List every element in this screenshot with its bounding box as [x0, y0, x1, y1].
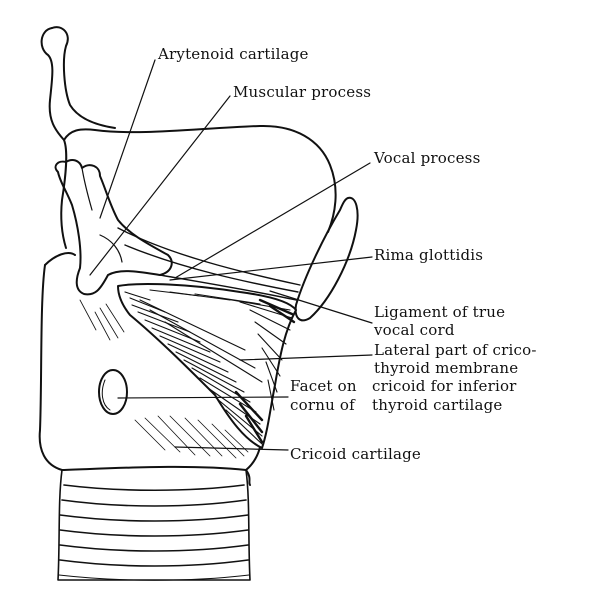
cricoid-shading: [79, 299, 249, 459]
label-rima-glottidis: Rima glottidis: [374, 246, 484, 264]
label-facet-left-1: Facet on: [290, 377, 357, 395]
trachea: [57, 469, 251, 581]
label-vocal-process: Vocal process: [374, 149, 481, 167]
label-ligament-line-1: Ligament of true: [374, 303, 506, 321]
label-facet-right-2: thyroid cartilage: [372, 396, 503, 414]
label-ligament-line-2: vocal cord: [374, 321, 455, 339]
label-arytenoid-cartilage: Arytenoid cartilage: [158, 45, 309, 63]
label-lateral-line-2: thyroid membrane: [374, 359, 519, 377]
arytenoid-cartilage: [54, 159, 173, 296]
label-muscular-process: Muscular process: [233, 83, 372, 101]
label-cricoid-cartilage: Cricoid cartilage: [290, 445, 422, 463]
leader-lines: [89, 59, 373, 451]
vocal-process-right: [294, 196, 359, 322]
label-facet-right-1: cricoid for inferior: [372, 377, 517, 395]
thyroid-cartilage: [40, 26, 337, 249]
label-facet-left-2: cornu of: [290, 396, 355, 414]
cricothyroid-membrane: [117, 283, 297, 449]
vocal-ligaments: [117, 227, 301, 301]
facet-oval: [98, 369, 128, 415]
label-lateral-line-1: Lateral part of crico-: [374, 341, 537, 359]
